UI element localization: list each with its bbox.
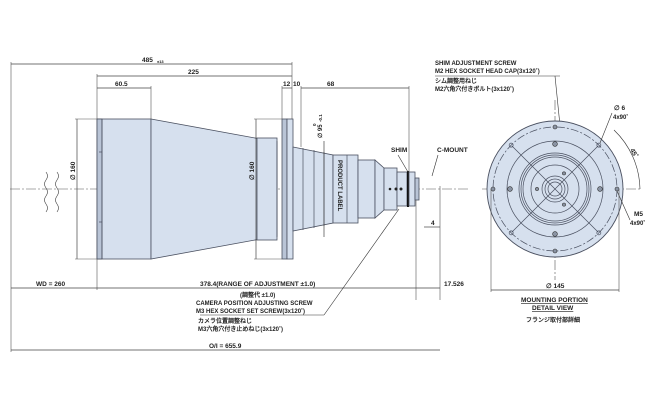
shim-screw-line4: M2六角穴付きボルト(3x120˚) xyxy=(435,85,514,93)
break-mark-icon xyxy=(44,171,48,213)
through-hole xyxy=(508,142,514,148)
shim-screw-hole xyxy=(562,202,566,207)
detail-title-jp: フランジ取付部詳細 xyxy=(526,316,580,324)
thread-count-label: 4x90˚ xyxy=(630,220,645,227)
overall-length-label: O/I = 655.9 xyxy=(209,343,242,350)
m5-thread-hole xyxy=(614,186,620,192)
camera-screw-line2: M3 HEX SOCKET SET SCREW(3x120˚) xyxy=(196,308,305,315)
ring xyxy=(530,164,580,214)
camera-screw-line1: CAMERA POSITION ADJUSTING SCREW xyxy=(196,301,313,307)
detail-title-1: MOUNTING PORTION xyxy=(521,297,588,304)
m5-thread-hole xyxy=(552,124,558,130)
overall-top-tol: ±13 xyxy=(157,59,164,64)
side-view: PRODUCT LABEL ∅ 160 ∅ 160 ∅ 95 0 -0.1 48… xyxy=(10,57,566,352)
dia-95-label: ∅ 95 xyxy=(317,124,324,138)
hole-group xyxy=(490,124,620,254)
section-2 xyxy=(374,159,385,219)
shim-plate xyxy=(407,171,409,207)
mounting-flange xyxy=(281,118,288,260)
mount-screw-hole xyxy=(552,231,558,237)
shim-label: SHIM xyxy=(391,147,407,154)
thread-label: M5 xyxy=(634,211,643,218)
dia-145-label: ∅ 145 xyxy=(546,282,565,290)
flange-plate xyxy=(286,118,294,260)
ring xyxy=(520,154,590,224)
mount-screw-hole xyxy=(597,186,603,192)
m5-thread-hole xyxy=(490,186,496,192)
ring xyxy=(518,152,592,226)
diagonal-line xyxy=(511,145,599,233)
front-ring xyxy=(96,118,103,260)
ring xyxy=(544,178,566,200)
d17-526-label: 17.526 xyxy=(444,281,464,288)
c-mount-leader xyxy=(431,154,439,177)
ring xyxy=(506,140,604,238)
overall-top-label: 485 xyxy=(142,57,153,64)
c-mount-label: C-MOUNT xyxy=(437,147,468,154)
d4-label: 4 xyxy=(431,220,435,227)
range-label: 378.4(RANGE OF ADJUSTMENT ±1.0) xyxy=(200,281,315,288)
shim-screw-line3: シム調整用ねじ xyxy=(435,77,477,85)
shim-screw-line1: SHIM ADJUSTMENT SCREW xyxy=(435,61,517,67)
shim-screw-line2: M2 HEX SOCKET HEAD CAP(3x120˚) xyxy=(435,68,540,75)
dia-95-tol-lower: -0.1 xyxy=(318,114,323,122)
hole-leader xyxy=(599,112,613,144)
product-label-text: PRODUCT LABEL xyxy=(336,160,342,212)
rear-barrel xyxy=(256,137,278,241)
d12-label: 12 xyxy=(283,81,291,88)
range-jp-label: (調整代 ±1.0) xyxy=(240,291,275,299)
ring xyxy=(547,181,563,197)
d60-5-label: 60.5 xyxy=(115,81,128,88)
screw-dot-icon xyxy=(394,187,398,191)
through-hole xyxy=(596,230,602,236)
front-barrel xyxy=(96,118,152,260)
tail-taper xyxy=(292,146,334,232)
through-hole xyxy=(508,230,514,236)
shim-screw-hole xyxy=(535,187,539,191)
hole-dia-label: ∅ 6 xyxy=(614,104,625,112)
mount-screw-hole xyxy=(552,141,558,147)
camera-screw-leader xyxy=(323,208,400,316)
dia-rear-label: ∅ 160 xyxy=(248,161,256,180)
ring xyxy=(541,175,569,203)
shim-leader xyxy=(397,154,409,173)
angle-arc xyxy=(613,129,641,190)
d225-label: 225 xyxy=(188,69,199,76)
section-1 xyxy=(357,159,376,219)
dia-front-label: ∅ 160 xyxy=(69,161,77,180)
camera-screw-line3: カメラ位置調整ねじ xyxy=(198,317,252,325)
angle-label: 45˚ xyxy=(628,147,640,159)
hole-count-label: 4x90˚ xyxy=(613,114,628,121)
screw-dot-icon xyxy=(399,187,403,191)
d68-label: 68 xyxy=(327,81,335,88)
m5-thread-hole xyxy=(552,248,558,254)
through-hole xyxy=(596,142,602,148)
d10-label: 10 xyxy=(293,81,301,88)
mounting-detail-view: 45˚ ∅ 6 4x90˚ M5 4x90˚ ∅ 145 MOUNTING PO… xyxy=(482,100,645,324)
detail-title-2: DETAIL VIEW xyxy=(532,305,574,312)
wd-label: WD = 260 xyxy=(36,281,65,288)
camera-screw-line4: M3六角穴付き止めねじ(3x120˚) xyxy=(198,325,283,333)
c-mount-back xyxy=(408,171,416,207)
ring xyxy=(522,156,588,222)
mount-screw-hole xyxy=(507,186,513,192)
screw-dot-icon xyxy=(388,187,392,191)
break-mark-icon xyxy=(55,171,59,213)
c-mount-thread xyxy=(414,177,420,201)
dia-95-tol-upper: 0 xyxy=(312,123,317,126)
shim-screw-hole xyxy=(562,171,566,176)
